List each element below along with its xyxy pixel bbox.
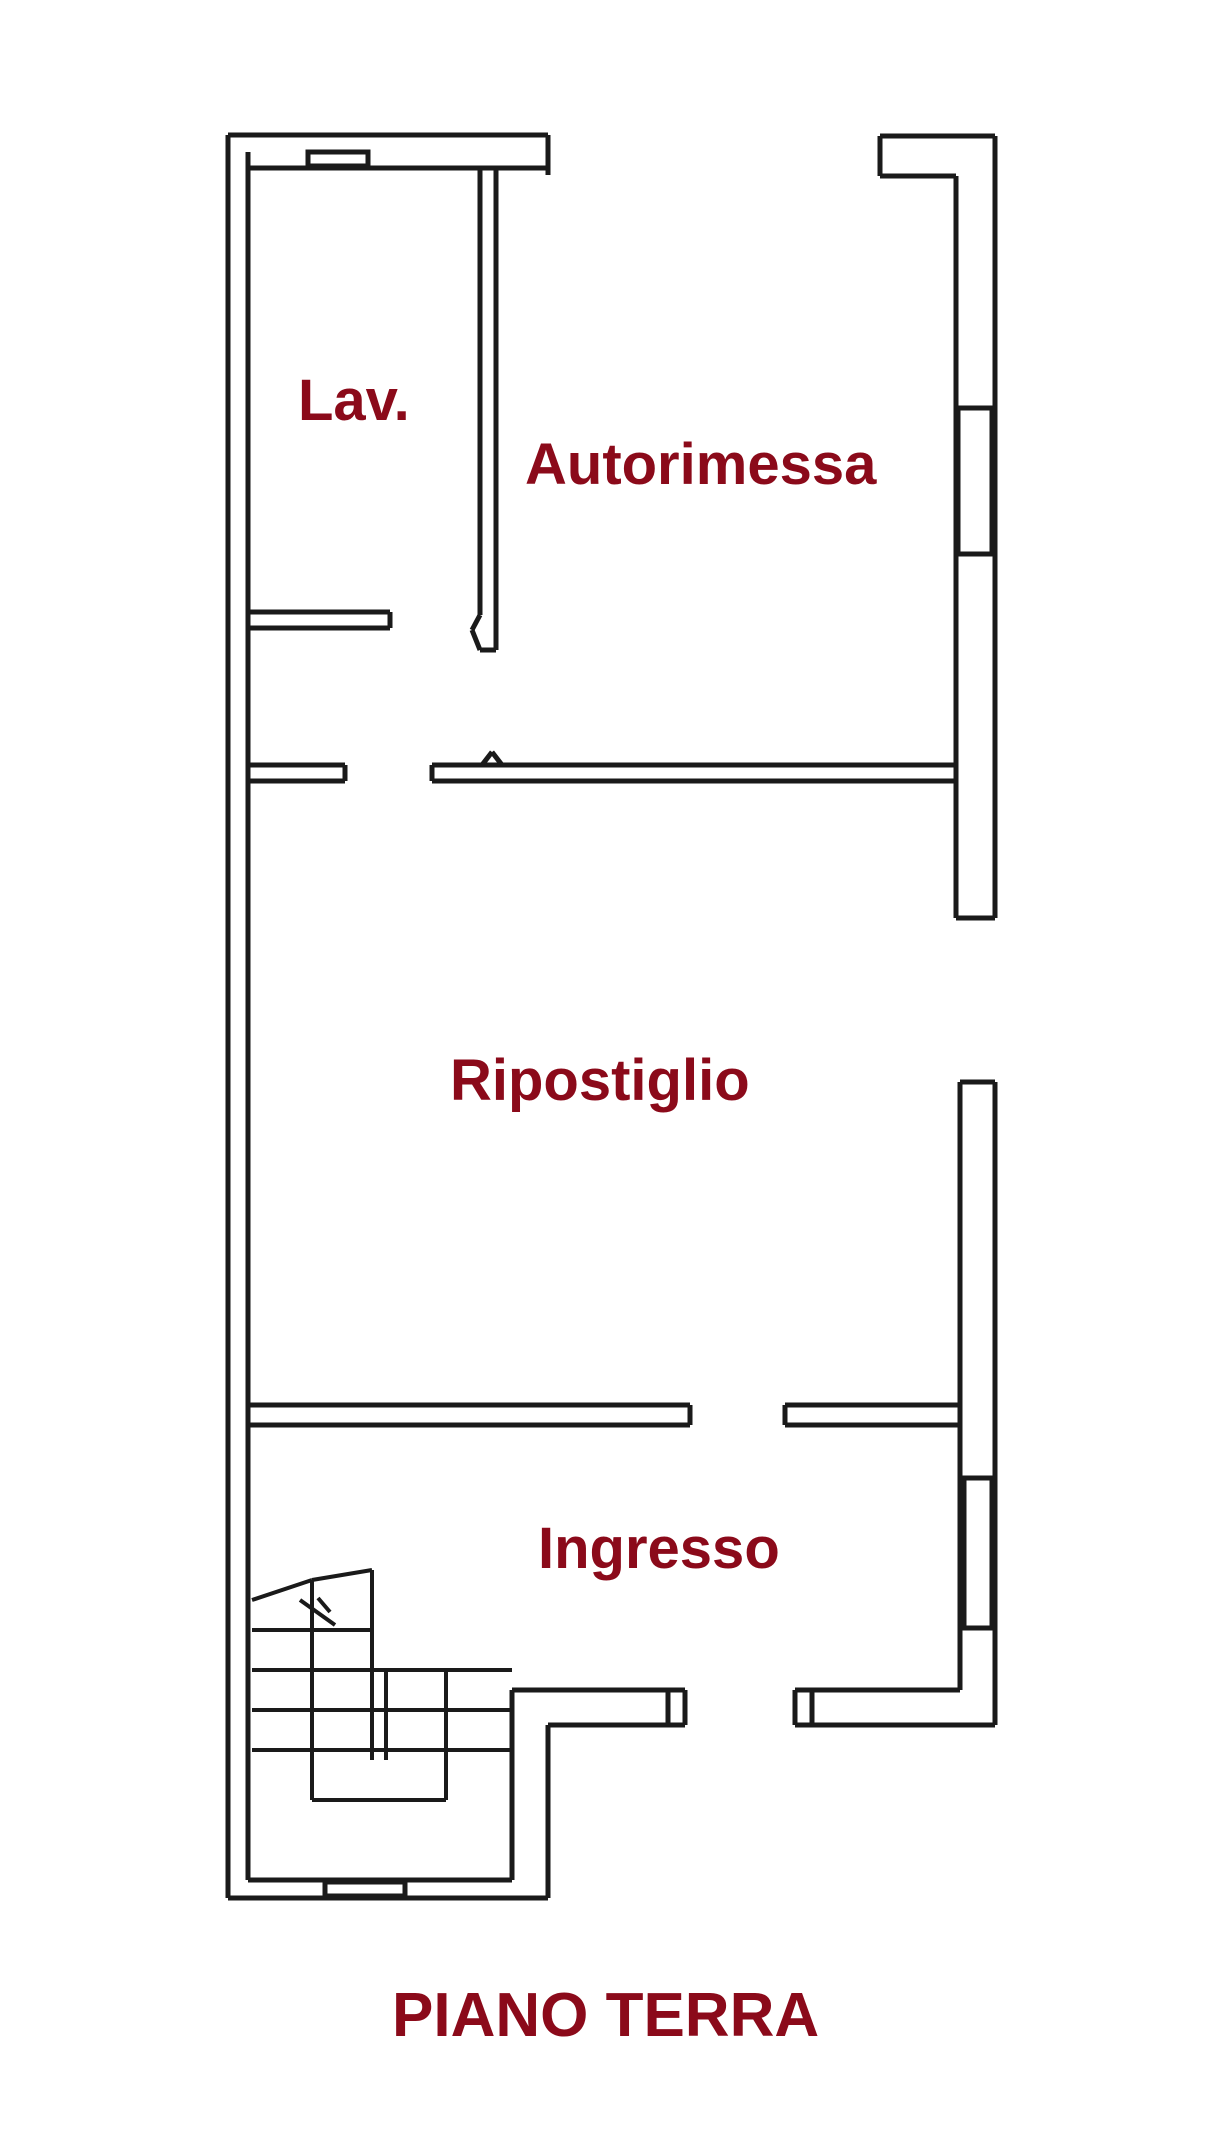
room-label-autorimessa: Autorimessa <box>525 432 877 497</box>
top-left-wall <box>228 132 551 175</box>
room-label-ripostiglio: Ripostiglio <box>450 1048 750 1113</box>
garage-side-window <box>955 405 995 557</box>
front-wall-left <box>509 1687 688 1898</box>
left-exterior-wall <box>225 135 251 1898</box>
bottom-window <box>322 1879 408 1899</box>
walls <box>225 132 998 1901</box>
garage-storage-wall <box>429 750 956 784</box>
storage-entrance-wall-left <box>248 1402 693 1428</box>
staircase <box>251 1568 512 1802</box>
front-wall-right <box>792 1687 995 1728</box>
corridor-wall-left <box>248 762 348 784</box>
storage-entrance-wall-right <box>782 1402 960 1428</box>
top-window <box>305 149 371 169</box>
laundry-bottom-wall <box>248 609 393 631</box>
room-label-lavanderia: Lav. <box>298 368 410 433</box>
laundry-partition-wall <box>469 168 499 653</box>
entrance-side-window <box>961 1475 995 1631</box>
right-exterior-wall-upper <box>877 133 998 921</box>
plan-title: PIANO TERRA <box>392 1981 819 2050</box>
room-label-ingresso: Ingresso <box>538 1516 780 1581</box>
right-exterior-wall-lower <box>957 1079 998 1725</box>
